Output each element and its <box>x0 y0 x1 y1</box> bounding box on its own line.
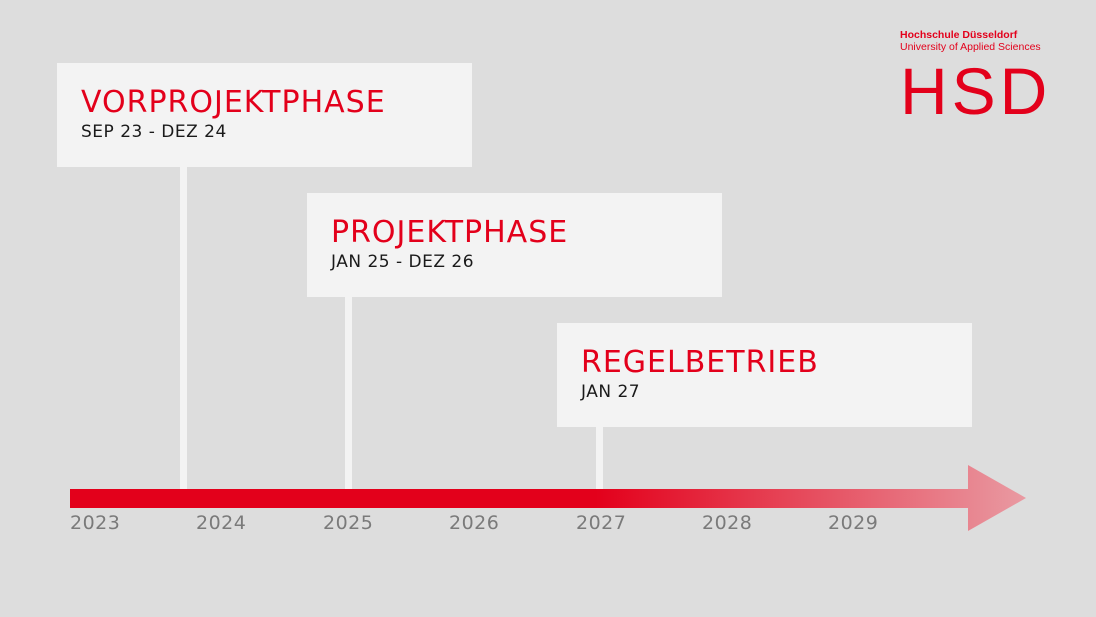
phase-card-regelbetrieb: REGELBETRIEB JAN 27 <box>557 323 972 427</box>
phase-title: VORPROJEKTPHASE <box>81 85 386 120</box>
year-label-2027: 2027 <box>576 512 627 534</box>
year-label-2029: 2029 <box>828 512 879 534</box>
phase-title: REGELBETRIEB <box>581 345 819 380</box>
hsd-logo: Hochschule Düsseldorf University of Appl… <box>900 29 1075 128</box>
phase-date: JAN 27 <box>581 382 641 402</box>
logo-university-subtitle: University of Applied Sciences <box>900 41 1041 53</box>
phase-card-vorprojektphase: VORPROJEKTPHASE SEP 23 - DEZ 24 <box>57 63 472 167</box>
phase-card-projektphase: PROJEKTPHASE JAN 25 - DEZ 26 <box>307 193 722 297</box>
phase-date: SEP 23 - DEZ 24 <box>81 122 227 142</box>
year-label-2026: 2026 <box>449 512 500 534</box>
phase-2-stem <box>345 296 352 489</box>
year-label-2028: 2028 <box>702 512 753 534</box>
phase-date: JAN 25 - DEZ 26 <box>331 252 475 272</box>
year-label-2023: 2023 <box>70 512 121 534</box>
logo-university-name: Hochschule Düsseldorf <box>900 29 1018 41</box>
phase-3-stem <box>596 426 603 489</box>
phase-1-stem <box>180 166 187 489</box>
phase-title: PROJEKTPHASE <box>331 215 569 250</box>
timeline-arrow-shape <box>70 465 1026 531</box>
year-label-2024: 2024 <box>196 512 247 534</box>
logo-mark: HSD <box>900 54 1052 128</box>
year-label-2025: 2025 <box>323 512 374 534</box>
